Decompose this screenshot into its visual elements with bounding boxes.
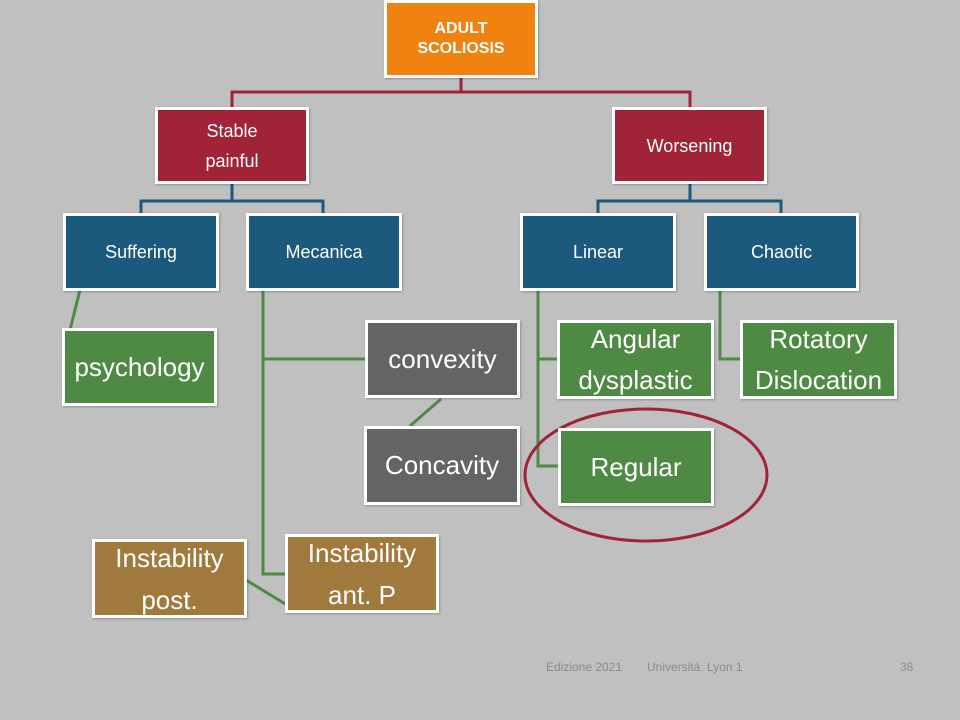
connector-root-to-stable [230,78,463,108]
node-mecanica-label: Mecanica [285,241,363,262]
highlight-ellipse [523,407,769,543]
node-suffering-label: Suffering [105,241,177,262]
node-adult-scoliosis: ADULT SCOLIOSIS [384,0,538,78]
node-regular-label: Regular [590,451,682,482]
node-psychology: psychology [62,328,217,406]
node-stable-painful-label: Stable painful [205,120,259,171]
footer-edition: Edizione 2021 [546,660,623,674]
connector-worsening-to-linear [596,183,692,214]
connector-worsening-to-chaotic [690,199,783,214]
node-instability-post: Instability post. [92,539,247,618]
node-stable-painful: Stable painful [155,107,309,184]
node-rotatory-dislocation-label: Rotatory Dislocation [754,323,883,395]
footer-university: Università Lyon 1 [647,660,743,674]
node-instability-ant: Instability ant. P [285,534,439,613]
node-adult-scoliosis-label: ADULT SCOLIOSIS [417,20,505,57]
node-convexity-label: convexity [388,343,497,374]
node-angular-dysplastic: Angular dysplastic [557,320,714,399]
node-instability-ant-label: Instability ant. P [307,537,417,610]
connector-instability-post-to-ant [245,578,288,607]
node-suffering: Suffering [63,213,219,291]
node-angular-dysplastic-label: Angular dysplastic [578,323,693,395]
connector-suffering-to-psychology [68,289,82,331]
node-worsening: Worsening [612,107,767,184]
node-regular: Regular [558,428,714,506]
node-mecanica: Mecanica [246,213,402,291]
node-convexity: convexity [365,320,520,398]
node-chaotic-label: Chaotic [750,241,813,262]
connector-stable-to-mecanica [232,199,325,214]
connector-mecanica-to-instability-ant [261,359,287,576]
node-linear-label: Linear [572,241,624,262]
node-instability-post-label: Instability post. [115,542,224,615]
node-linear: Linear [520,213,676,291]
connector-linear-to-regular [536,359,560,468]
connector-mecanica-to-convexity [261,290,367,361]
node-concavity-label: Concavity [384,450,500,480]
node-rotatory-dislocation: Rotatory Dislocation [740,320,897,399]
node-worsening-label: Worsening [646,135,733,156]
connector-stable-to-suffering [139,183,234,214]
node-concavity: Concavity [364,426,520,505]
connector-root-to-worsening [461,90,692,108]
node-chaotic: Chaotic [704,213,859,291]
connector-chaotic-to-rotatory [718,290,742,361]
node-psychology-label: psychology [74,351,205,382]
connector-convexity-to-concavity [409,397,442,428]
footer-page-number: 38 [900,660,914,674]
